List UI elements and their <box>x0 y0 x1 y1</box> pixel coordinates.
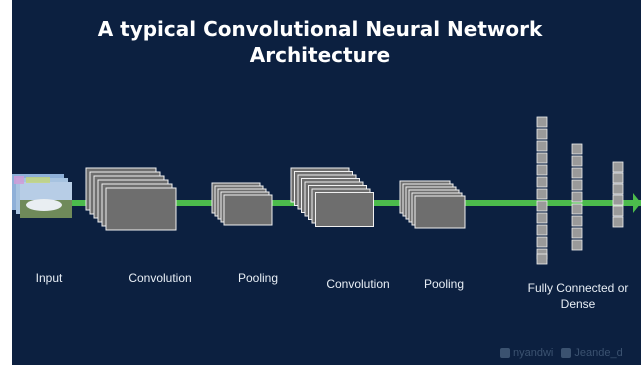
neuron <box>536 176 548 188</box>
feature-map <box>105 187 177 231</box>
neuron <box>536 212 548 224</box>
neuron <box>571 167 583 179</box>
watermark-handle-2: Jeande_d <box>574 347 623 359</box>
title-line-2: Architecture <box>249 43 391 67</box>
watermark-handle-1: nyandwi <box>513 347 554 359</box>
neuron <box>612 161 624 173</box>
neuron <box>536 253 548 265</box>
twitter-icon <box>561 348 572 359</box>
feature-map <box>223 194 273 226</box>
feature-map <box>315 192 374 227</box>
neuron <box>536 152 548 164</box>
neuron <box>571 143 583 155</box>
neuron <box>536 164 548 176</box>
pooling-stack-2 <box>399 180 466 229</box>
label-fully-connected: Fully Connected or Dense <box>514 280 641 312</box>
neuron <box>536 236 548 248</box>
neuron <box>571 203 583 215</box>
pooling-stack-1 <box>211 182 273 226</box>
neuron <box>612 205 624 217</box>
neuron <box>536 224 548 236</box>
neuron <box>536 140 548 152</box>
neuron <box>536 200 548 212</box>
neuron <box>571 155 583 167</box>
dense-layer-1 <box>536 116 548 265</box>
neuron <box>612 216 624 228</box>
feature-map <box>414 195 466 229</box>
label-pooling-1: Pooling <box>237 271 279 285</box>
watermark: nyandwi Jeande_d <box>500 347 641 359</box>
neuron <box>536 188 548 200</box>
diagram-title: A typical Convolutional Neural Network A… <box>40 16 600 68</box>
neuron <box>536 116 548 128</box>
dense-layer-2 <box>571 143 583 251</box>
neuron <box>571 179 583 191</box>
neuron <box>612 194 624 206</box>
label-input: Input <box>35 271 63 285</box>
convolution-stack-2 <box>290 167 374 227</box>
neuron <box>571 215 583 227</box>
input-images <box>12 174 72 218</box>
label-pooling-2: Pooling <box>423 277 465 291</box>
label-convolution-2: Convolution <box>326 277 390 291</box>
neuron <box>571 191 583 203</box>
label-convolution-1: Convolution <box>128 271 192 285</box>
neuron <box>612 183 624 195</box>
dense-layer-3 <box>612 161 624 228</box>
label-fc-line-2: Dense <box>560 297 596 311</box>
arrow-head <box>633 193 641 213</box>
neuron <box>571 239 583 251</box>
convolution-stack-1 <box>85 167 177 231</box>
neuron <box>612 172 624 184</box>
neuron <box>571 227 583 239</box>
title-line-1: A typical Convolutional Neural Network <box>97 17 543 41</box>
neuron <box>536 128 548 140</box>
label-fc-line-1: Fully Connected or <box>527 281 629 295</box>
linkedin-icon <box>500 348 510 359</box>
